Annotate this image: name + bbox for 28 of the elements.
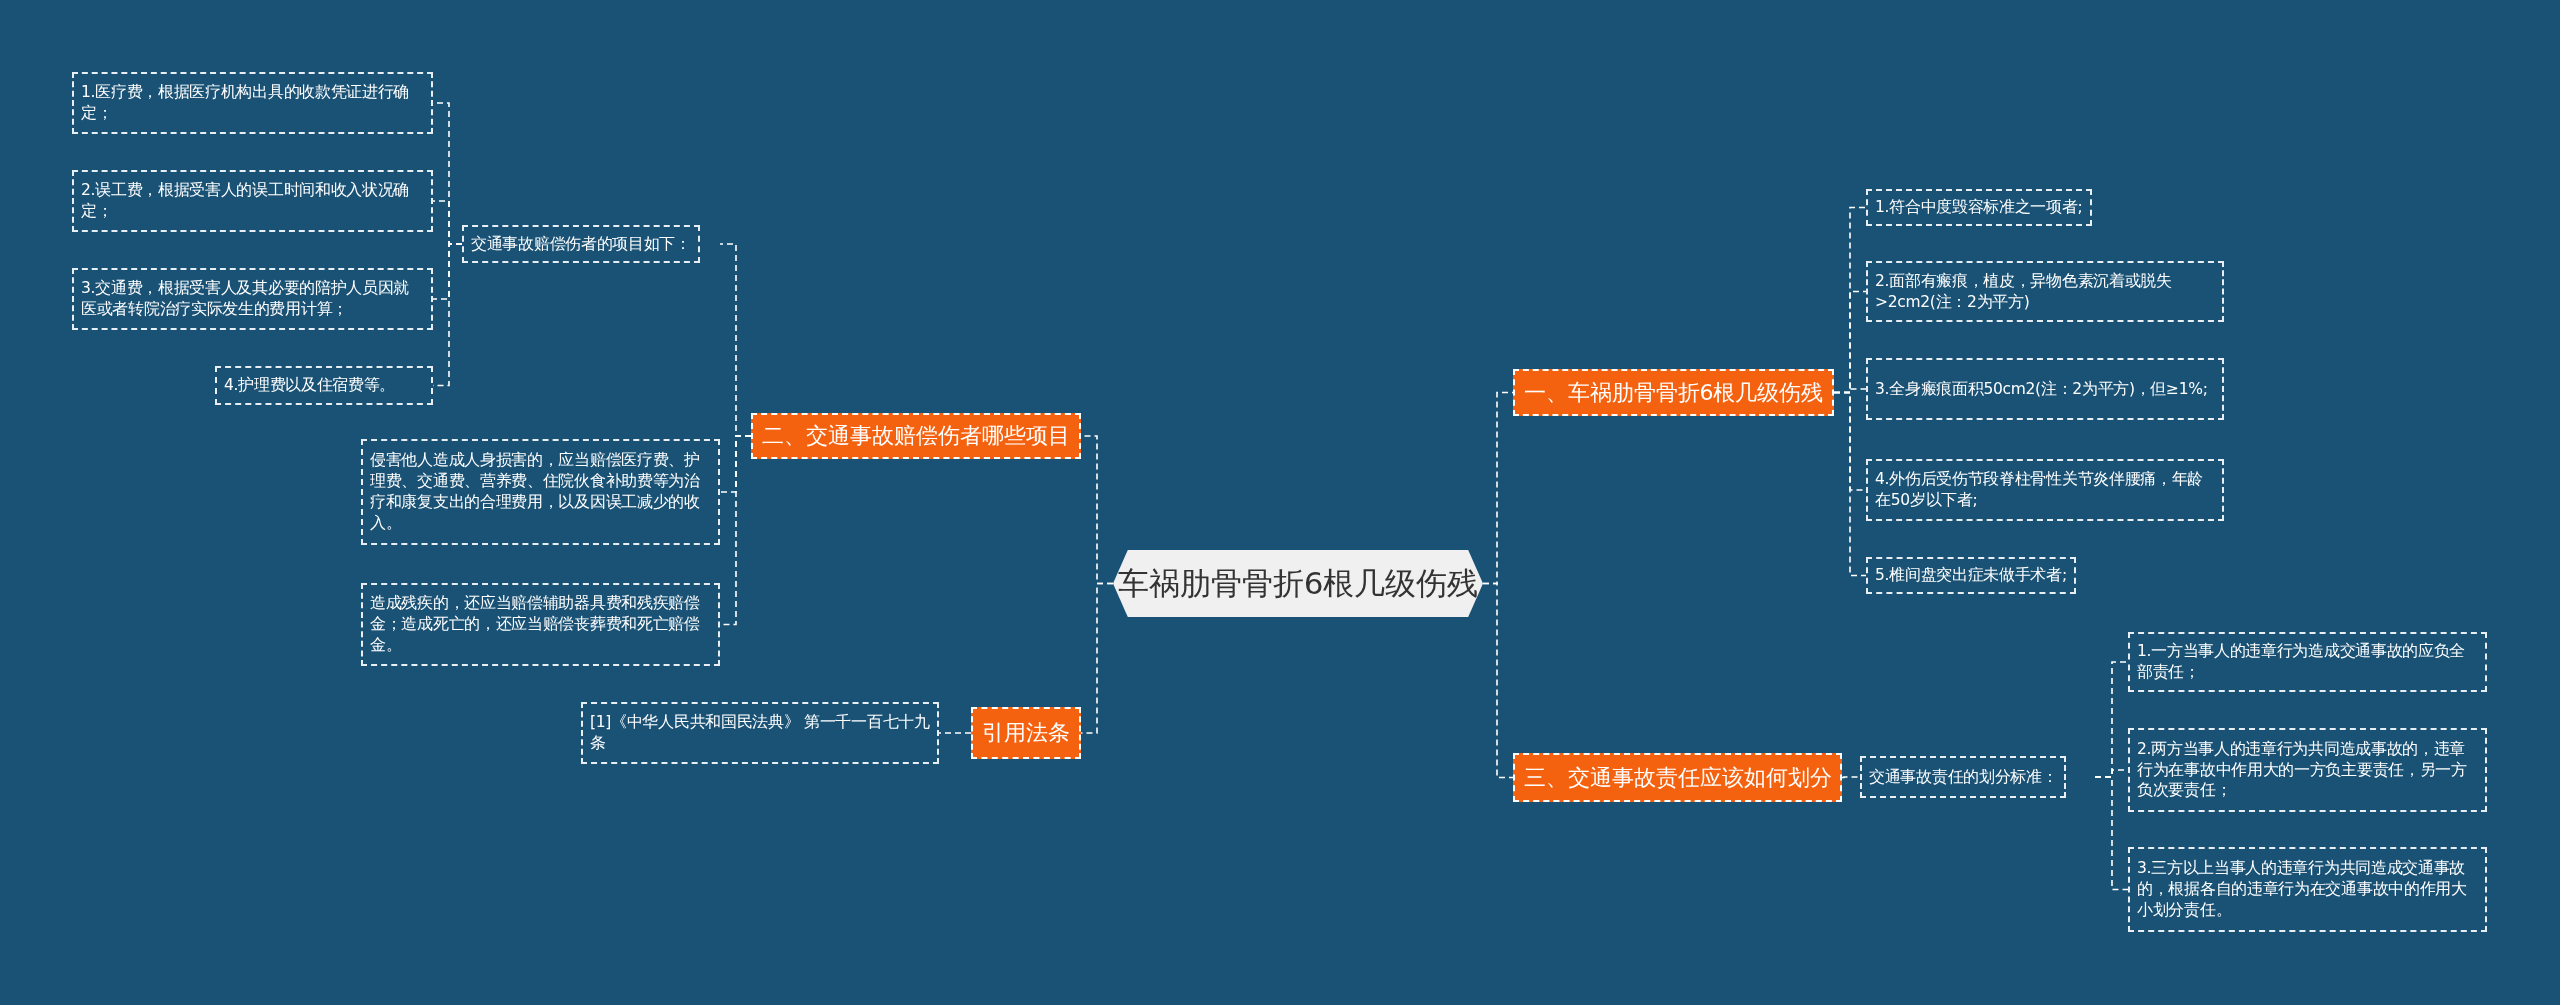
leaf-topic: 3.全身瘢痕面积50cm2(注：2为平方)，但≥1%; xyxy=(1866,358,2224,420)
leaf-topic: 4.护理费以及住宿费等。 xyxy=(215,366,433,405)
leaf-topic: 2.误工费，根据受害人的误工时间和收入状况确定； xyxy=(72,170,433,232)
branch-topic: 二、交通事故赔偿伤者哪些项目 xyxy=(751,413,1081,459)
leaf-topic: 3.三方以上当事人的违章行为共同造成交通事故的，根据各自的违章行为在交通事故中的作用大小划分责任。 xyxy=(2128,847,2487,932)
leaf-topic: 造成残疾的，还应当赔偿辅助器具费和残疾赔偿金；造成死亡的，还应当赔偿丧葬费和死亡赔偿金。 xyxy=(361,583,720,666)
leaf-topic: 1.一方当事人的违章行为造成交通事故的应负全部责任； xyxy=(2128,632,2487,692)
leaf-topic: 5.椎间盘突出症未做手术者; xyxy=(1866,557,2076,594)
connector-line xyxy=(432,243,463,387)
leaf-topic: 2.两方当事人的违章行为共同造成事故的，违章行为在事故中作用大的一方负主要责任，另一方负次要责任； xyxy=(2128,728,2487,812)
connector-line xyxy=(2094,776,2129,891)
connector-line xyxy=(938,732,972,734)
leaf-topic: 4.外伤后受伤节段脊柱骨性关节炎伴腰痛，年龄在50岁以下者; xyxy=(1866,459,2224,521)
branch-topic: 三、交通事故责任应该如何划分 xyxy=(1513,753,1842,802)
branch-topic: 一、车祸肋骨骨折6根几级伤残 xyxy=(1513,369,1834,416)
connector-line xyxy=(1833,391,1867,577)
connector-line xyxy=(1841,776,1861,779)
leaf-topic: 1.符合中度毁容标准之一项者; xyxy=(1866,189,2092,226)
leaf-topic: 交通事故赔偿伤者的项目如下： xyxy=(462,225,700,263)
central-topic: 车祸肋骨骨折6根几级伤残 xyxy=(1113,550,1483,617)
leaf-topic: 侵害他人造成人身损害的，应当赔偿医疗费、护理费、交通费、营养费、住院伙食补助费等为治疗和康复支出的合理费用，以及因误工减少的收入。 xyxy=(361,439,720,545)
leaf-topic: 2.面部有瘢痕，植皮，异物色素沉着或脱失>2cm2(注：2为平方) xyxy=(1866,261,2224,322)
leaf-topic: 3.交通费，根据受害人及其必要的陪护人员因就医或者转院治疗实际发生的费用计算； xyxy=(72,268,433,330)
leaf-topic: 交通事故责任的划分标准： xyxy=(1860,756,2067,798)
branch-topic: 引用法条 xyxy=(971,707,1081,759)
leaf-topic: 1.医疗费，根据医疗机构出具的收款凭证进行确定； xyxy=(72,72,433,134)
leaf-topic: [1]《中华人民共和国民法典》 第一千一百七十九条 xyxy=(581,702,939,764)
connector-line xyxy=(1482,582,1514,779)
